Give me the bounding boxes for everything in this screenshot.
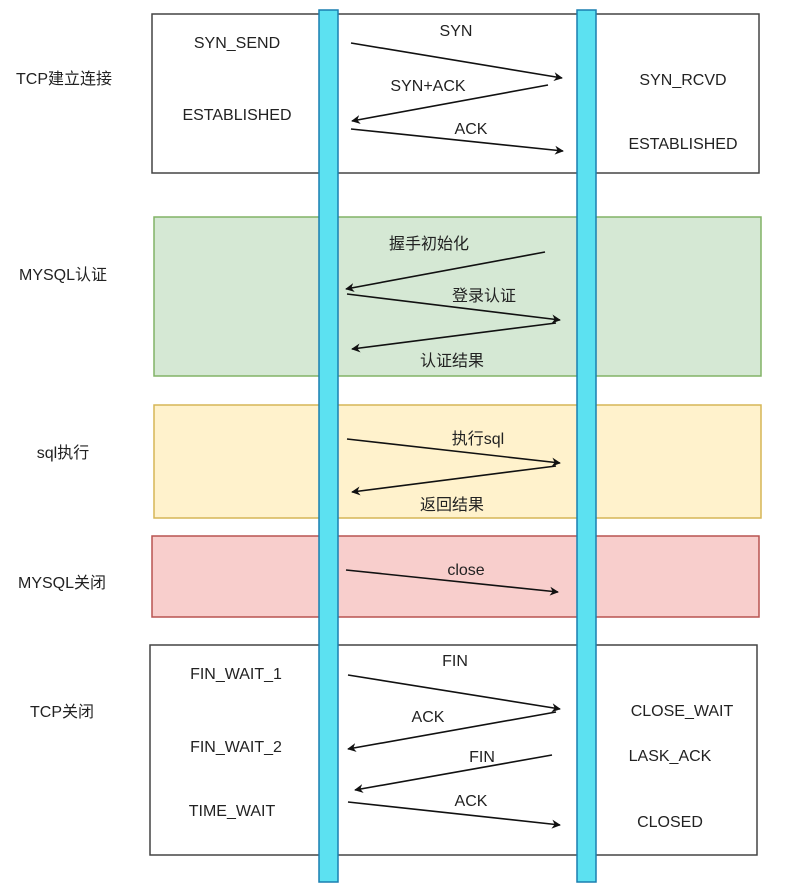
- section-title-sql-exec: sql执行: [37, 444, 89, 462]
- message-arrow: [345, 251, 546, 292]
- client-state: FIN_WAIT_1: [190, 666, 282, 683]
- message-arrow: [347, 801, 561, 829]
- message-label: 执行sql: [452, 430, 504, 448]
- message-label: ACK: [455, 793, 488, 810]
- message-label: SYN+ACK: [390, 78, 465, 95]
- mysql-auth-box: [153, 216, 762, 377]
- message-arrow: [346, 293, 561, 324]
- message-label: 握手初始化: [389, 235, 469, 253]
- message-label: 返回结果: [420, 496, 484, 514]
- client-lifeline: [318, 9, 339, 883]
- message-label: FIN: [469, 749, 495, 766]
- message-arrow: [345, 569, 559, 596]
- server-state: SYN_RCVD: [639, 72, 726, 89]
- message-label: SYN: [440, 23, 473, 40]
- server-state: CLOSE_WAIT: [631, 703, 734, 720]
- message-arrow: [347, 711, 557, 753]
- server-state: LASK_ACK: [629, 748, 712, 765]
- message-arrow: [354, 754, 553, 794]
- message-arrow: [347, 674, 561, 713]
- message-arrow: [351, 84, 549, 124]
- section-title-mysql-close: MYSQL关闭: [18, 574, 106, 592]
- section-title-tcp-close: TCP关闭: [30, 703, 94, 721]
- tcp-connect-box: [151, 13, 760, 174]
- server-state: CLOSED: [637, 814, 703, 831]
- message-label: ACK: [412, 709, 445, 726]
- message-label: 认证结果: [420, 352, 484, 370]
- message-label: close: [447, 562, 484, 579]
- section-title-mysql-auth: MYSQL认证: [19, 266, 107, 284]
- message-arrow: [351, 322, 557, 353]
- message-label: ACK: [455, 121, 488, 138]
- tcp-close-box: [149, 644, 758, 856]
- message-arrow: [350, 128, 564, 155]
- message-arrow: [350, 42, 563, 82]
- client-state: ESTABLISHED: [182, 107, 291, 124]
- client-state: FIN_WAIT_2: [190, 739, 282, 756]
- message-arrow: [351, 465, 557, 496]
- server-state: ESTABLISHED: [628, 136, 737, 153]
- message-label: FIN: [442, 653, 468, 670]
- sql-exec-box: [153, 404, 762, 519]
- message-label: 登录认证: [452, 287, 516, 305]
- mysql-close-box: [151, 535, 760, 618]
- server-lifeline: [576, 9, 597, 883]
- section-title-tcp-connect: TCP建立连接: [16, 70, 112, 88]
- client-state: TIME_WAIT: [189, 803, 276, 820]
- client-state: SYN_SEND: [194, 35, 280, 52]
- message-arrow: [346, 438, 561, 467]
